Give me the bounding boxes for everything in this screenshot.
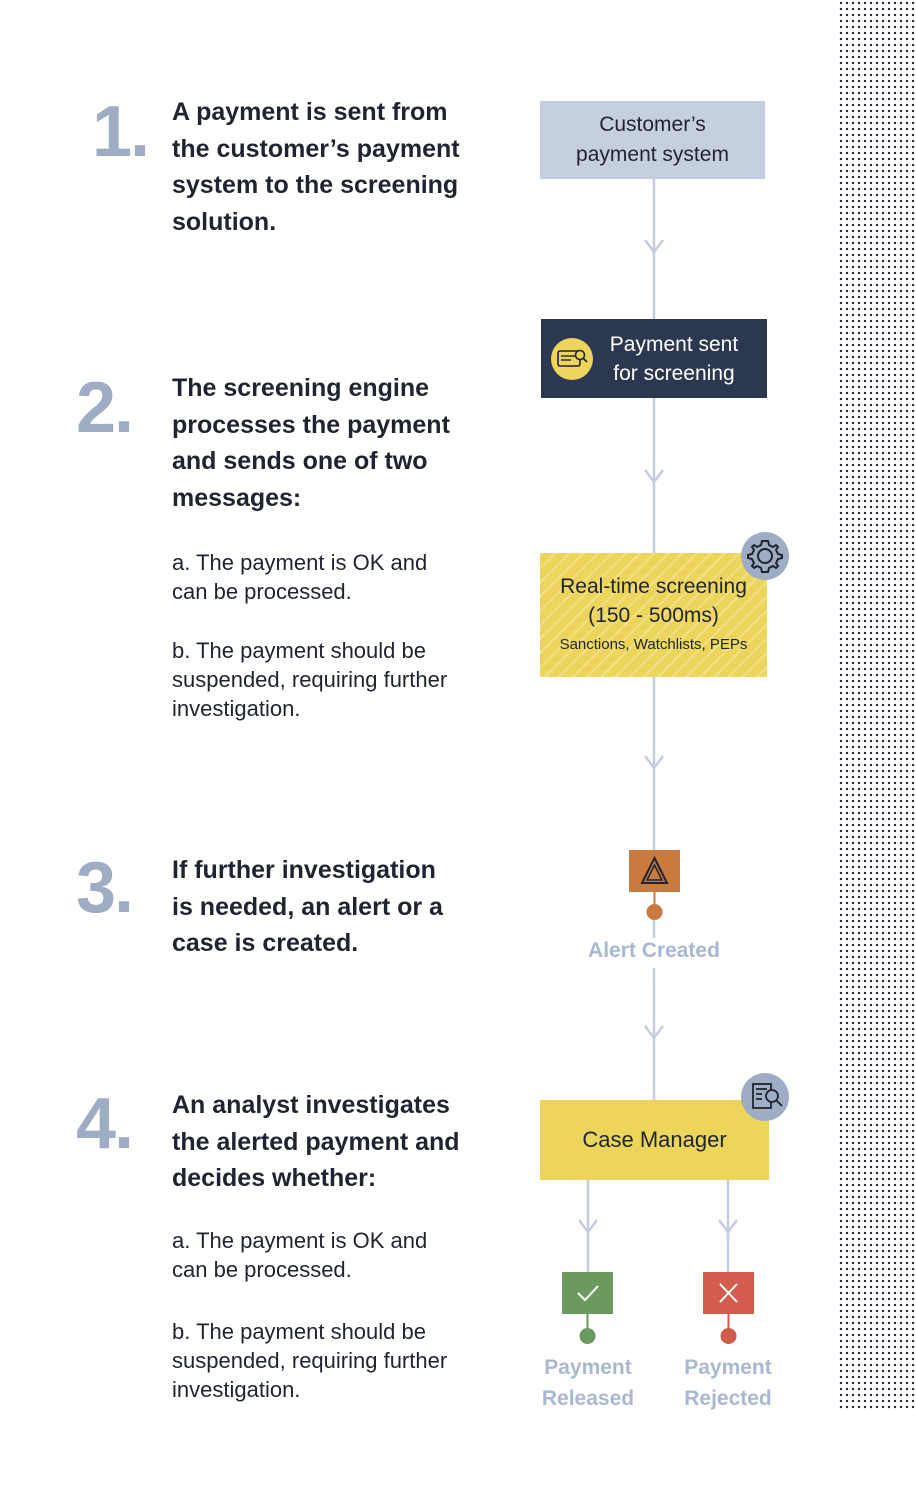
- payment-sent-label: Payment sent for screening: [609, 332, 739, 385]
- payment-rejected-label: Payment Rejected: [684, 1356, 772, 1410]
- step-2-option-a: a. The payment is OK and can be processe…: [172, 550, 428, 604]
- step-number-1: 1.: [92, 92, 150, 172]
- step-number-3: 3.: [76, 848, 134, 928]
- step-3-title: If further investigation is needed, an a…: [172, 856, 443, 957]
- gear-icon: [741, 532, 789, 580]
- customer-payment-system-label: Customer’s payment system: [576, 113, 729, 166]
- step-1-title: A payment is sent from the customer’s pa…: [172, 98, 460, 236]
- step-2-title: The screening engine processes the payme…: [172, 374, 450, 512]
- step-4-option-b: b. The payment should be suspended, requ…: [172, 1319, 448, 1402]
- warning-triangle-icon: [629, 850, 680, 920]
- screening-subtitle: Sanctions, Watchlists, PEPs: [559, 636, 748, 653]
- step-4-option-a: a. The payment is OK and can be processe…: [172, 1228, 428, 1282]
- customer-payment-system-box: Customer’s payment system: [540, 101, 765, 179]
- dot-pattern-strip: [838, 0, 916, 1410]
- step-number-2: 2.: [76, 368, 134, 448]
- step-2-option-b: b. The payment should be suspended, requ…: [172, 638, 448, 721]
- screening-title: Real-time screening (150 - 500ms): [560, 575, 747, 627]
- checkmark-icon: [562, 1272, 613, 1344]
- real-time-screening-box: Real-time screening (150 - 500ms) Sancti…: [540, 553, 767, 677]
- case-manager-label: Case Manager: [582, 1127, 727, 1152]
- document-search-icon: [741, 1073, 789, 1121]
- step-4-title: An analyst investigates the alerted paym…: [172, 1091, 460, 1192]
- payment-released-label: Payment Released: [541, 1356, 635, 1410]
- alert-created-label: Alert Created: [588, 939, 720, 962]
- case-manager-box: Case Manager: [540, 1100, 769, 1180]
- x-icon: [703, 1272, 754, 1344]
- step-number-4: 4.: [76, 1084, 134, 1164]
- payment-card-search-icon: [551, 338, 593, 380]
